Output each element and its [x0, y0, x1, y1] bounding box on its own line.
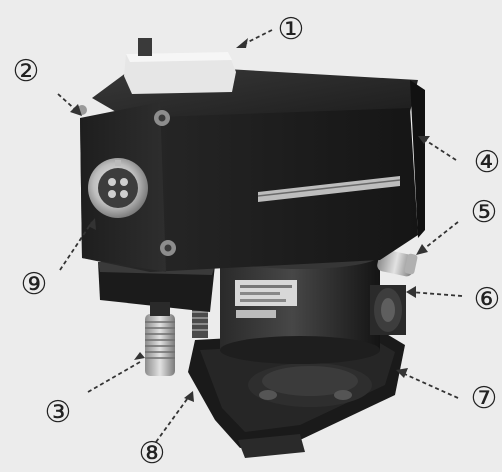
callout-3: ③ [45, 395, 72, 430]
leader-line-5 [419, 221, 459, 253]
top-sight [124, 38, 236, 94]
connector-socket [88, 158, 148, 218]
leader-arrowheads [70, 38, 430, 402]
tangent-screw [377, 249, 418, 277]
leader-line-8 [155, 394, 191, 443]
callout-7: ⑦ [471, 381, 498, 416]
leader-line-3 [87, 361, 141, 393]
callout-5: ⑤ [471, 195, 498, 230]
callout-8: ⑧ [139, 436, 166, 471]
foot-screw [145, 302, 175, 376]
clamp-knob [370, 285, 406, 335]
callout-1: ① [278, 12, 305, 47]
leader-line-9 [59, 221, 93, 271]
callout-6: ⑥ [474, 282, 501, 317]
callout-2: ② [13, 54, 40, 89]
leader-line-7 [399, 371, 459, 399]
leader-line-4 [421, 137, 457, 161]
callout-9: ⑨ [21, 267, 48, 302]
leader-line-6 [409, 291, 463, 297]
callout-4: ④ [474, 145, 501, 180]
